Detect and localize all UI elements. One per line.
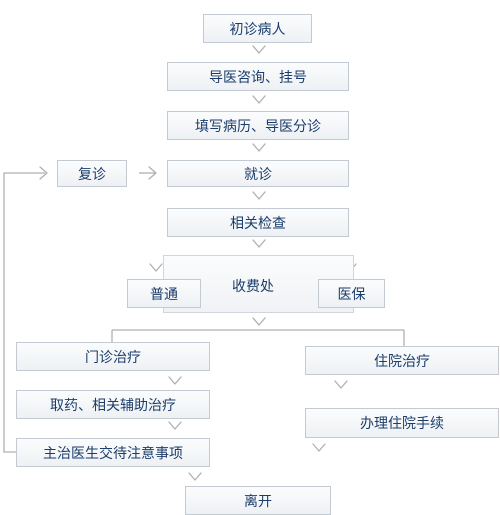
node-guidance: 导医咨询、挂号 [167,62,349,91]
feedback-loop [3,172,45,453]
node-guidance-label: 导医咨询、挂号 [209,69,307,86]
node-first-visit: 初诊病人 [203,14,312,43]
arrow-down-4 [252,191,266,200]
node-inpatient-treatment: 住院治疗 [305,346,499,375]
node-doctor-instructions-label: 主治医生交待注意事项 [43,445,183,462]
arrow-down-1 [252,45,266,54]
node-revisit: 复诊 [57,160,127,187]
node-leave-label: 离开 [244,493,272,510]
node-insurance-label: 医保 [337,286,366,303]
node-inpatient-treatment-label: 住院治疗 [374,353,430,370]
arrow-to-revisit [39,166,48,180]
arrow-to-ordinary [149,263,163,272]
node-outpatient-treatment: 门诊治疗 [16,342,210,371]
node-cashier-label: 收费处 [232,279,274,295]
node-consultation: 就诊 [167,160,349,187]
node-outpatient-treatment-label: 门诊治疗 [85,349,141,366]
arrow-outpatient-2 [168,421,182,430]
node-insurance: 医保 [318,279,385,308]
arrow-to-consultation [148,166,157,180]
arrow-down-3 [252,143,266,152]
node-leave: 离开 [185,486,331,515]
node-examination-label: 相关检查 [230,215,286,232]
arrow-outpatient-3 [188,472,202,481]
node-get-medicine: 取药、相关辅助治疗 [16,390,210,419]
node-examination: 相关检查 [167,208,349,237]
arrow-inpatient-2 [312,443,326,452]
node-first-visit-label: 初诊病人 [229,21,286,38]
node-consultation-label: 就诊 [244,166,272,183]
node-fill-records: 填写病历、导医分诊 [167,111,349,140]
arrow-down-5 [252,239,266,248]
arrow-inpatient-1 [334,380,348,389]
node-get-medicine-label: 取药、相关辅助治疗 [50,397,176,414]
arrow-below-cashier [252,317,266,326]
node-admission-procedures: 办理住院手续 [305,408,499,438]
arrow-down-2 [252,95,266,104]
node-ordinary-label: 普通 [150,286,178,303]
node-doctor-instructions: 主治医生交待注意事项 [16,438,210,467]
arrow-outpatient-1 [168,376,182,385]
node-revisit-label: 复诊 [78,166,106,183]
node-ordinary: 普通 [127,279,201,308]
node-admission-procedures-label: 办理住院手续 [360,416,444,432]
node-fill-records-label: 填写病历、导医分诊 [195,118,321,135]
